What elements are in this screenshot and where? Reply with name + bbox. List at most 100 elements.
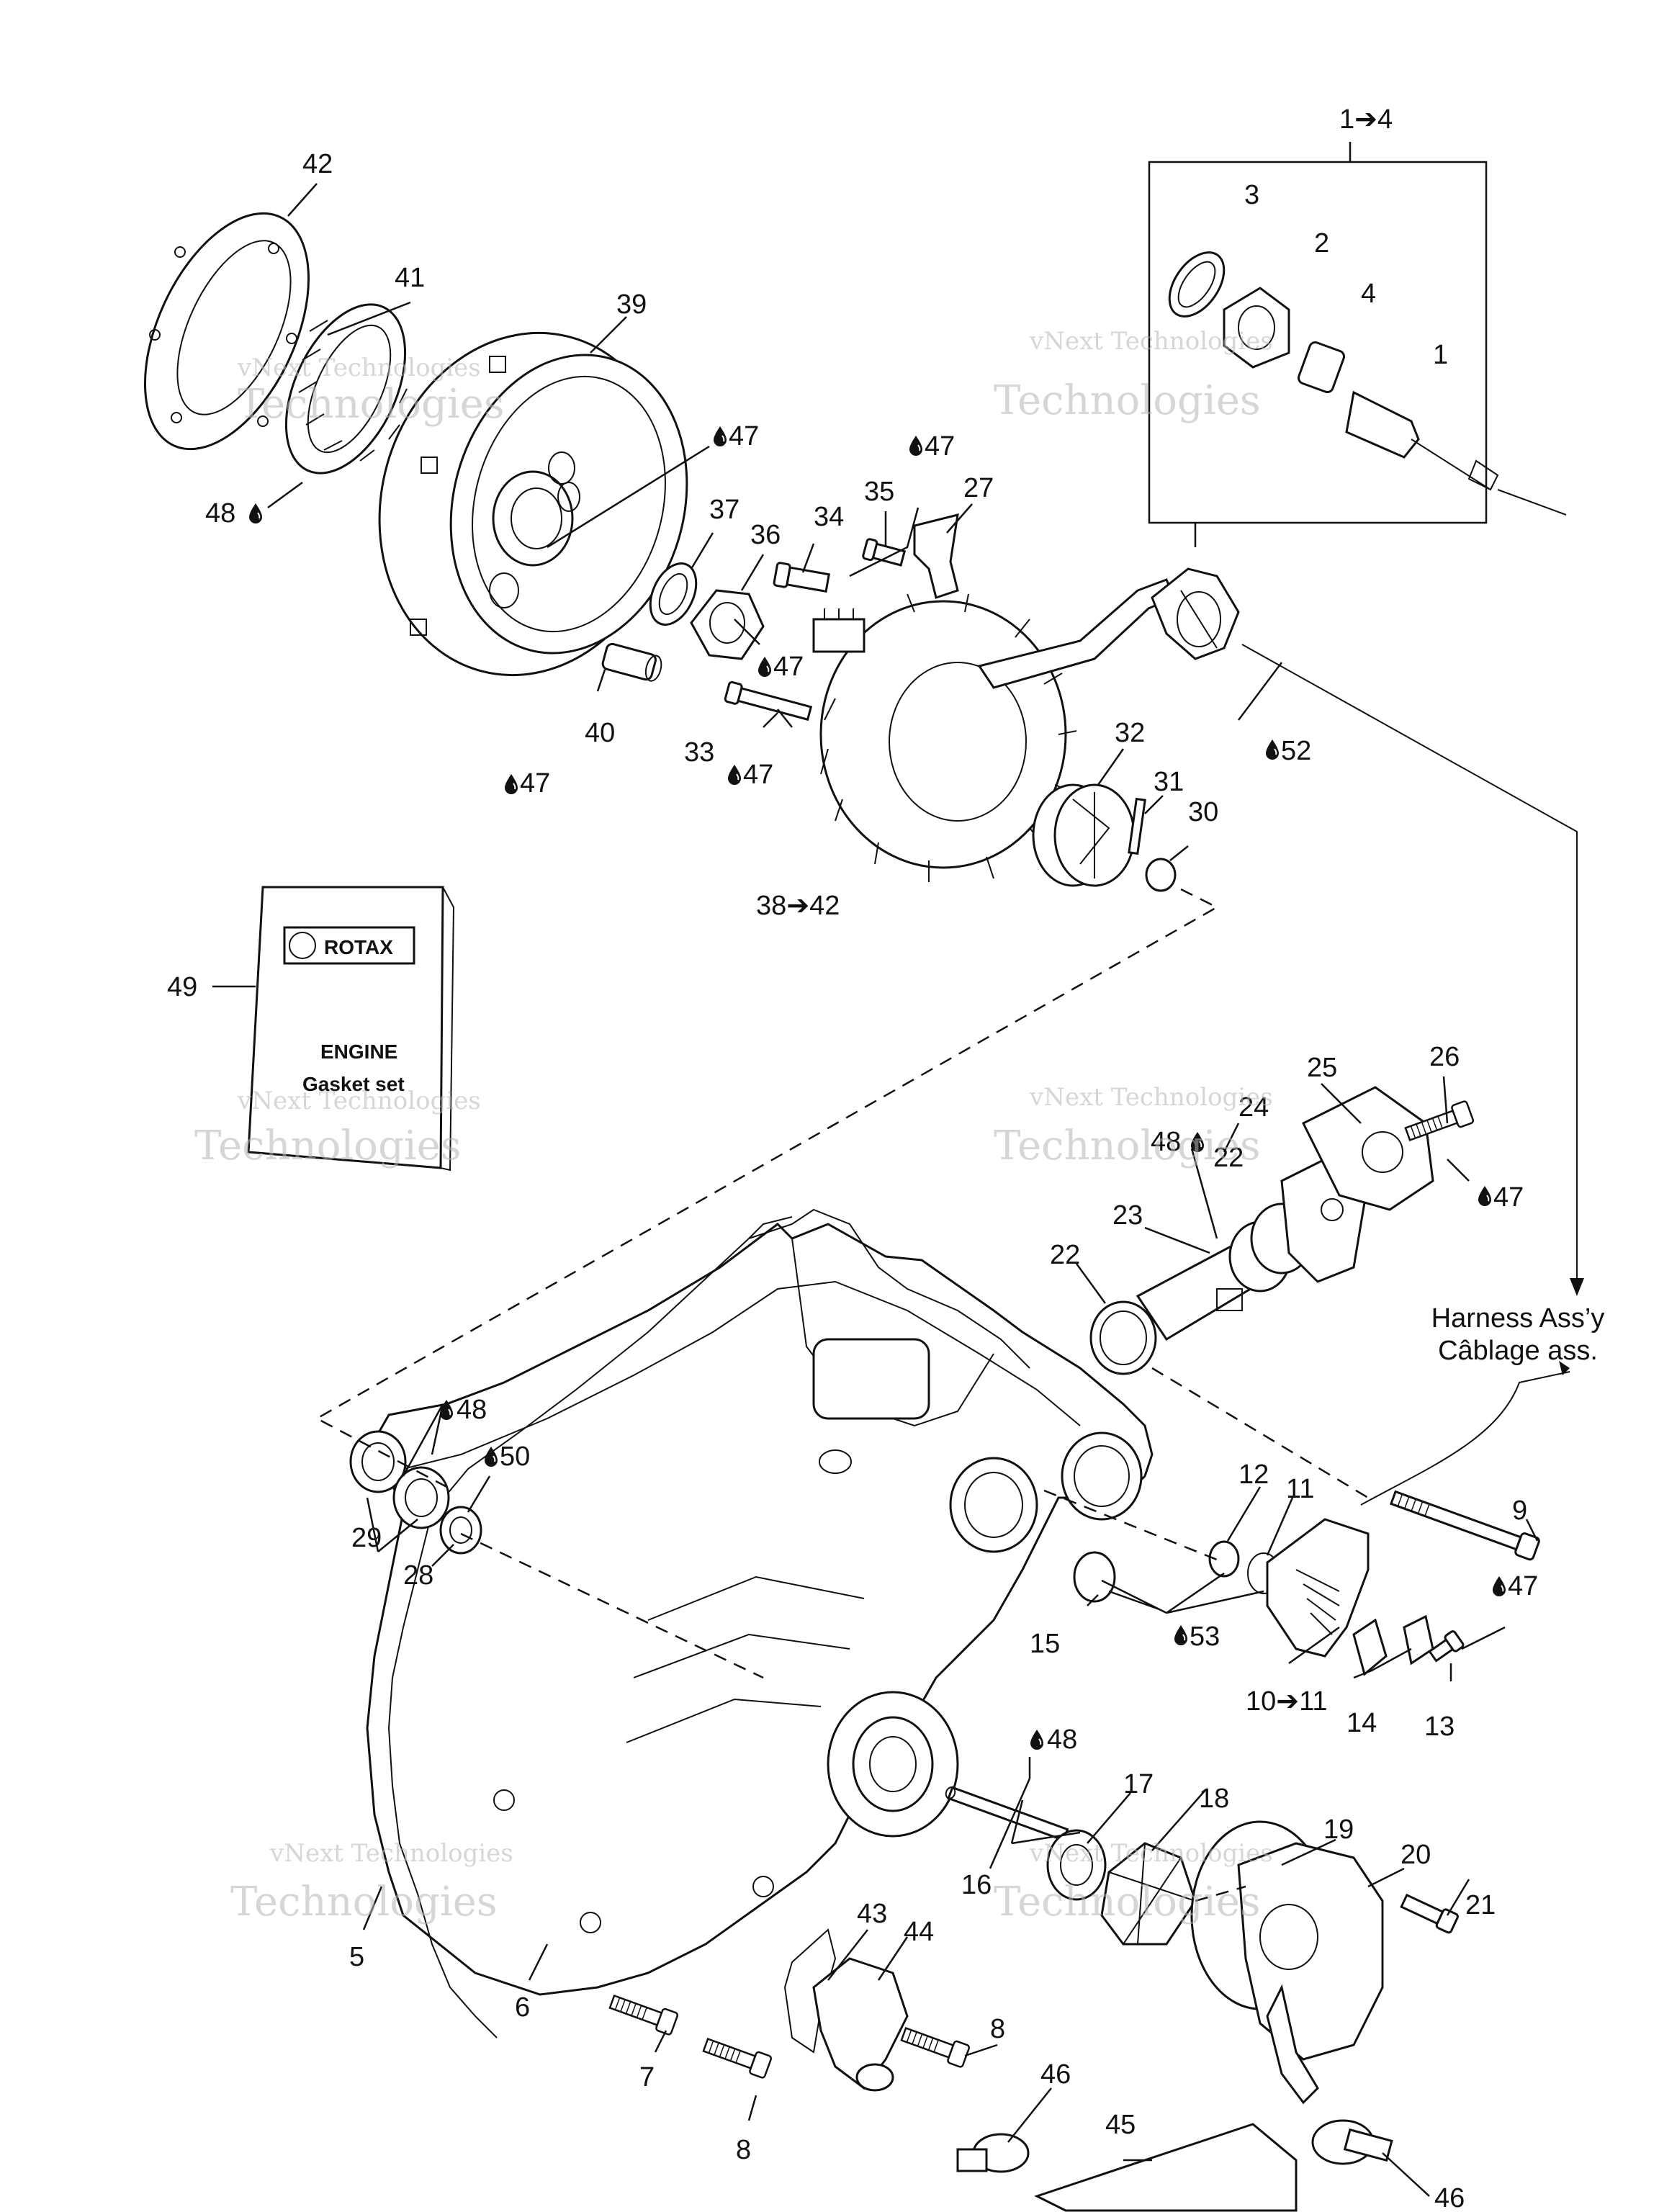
watermark-text: Technologies: [994, 1123, 1261, 1169]
callout-53: 53: [1190, 1622, 1220, 1652]
manual-subtitle: Gasket set: [302, 1073, 405, 1095]
watermark-text: vNext Technologies: [269, 1839, 513, 1868]
oil-drop-icon: [248, 503, 263, 524]
callout-52: 52: [1281, 736, 1311, 766]
flywheel-rotor: [378, 331, 688, 677]
rave-valve-10: [1266, 1518, 1370, 1658]
callout-32: 32: [1115, 718, 1145, 748]
watermark-text: vNext Technologies: [1029, 327, 1273, 356]
callout-47f: 47: [1493, 1182, 1524, 1213]
harness-grommet: [1151, 567, 1240, 660]
callout-22b: 22: [1050, 1240, 1080, 1270]
callout-33: 33: [684, 737, 714, 768]
callout-26: 26: [1429, 1042, 1460, 1072]
callout-29: 29: [351, 1523, 382, 1553]
watermark-text: Technologies: [994, 1879, 1261, 1925]
callout-1-4: 1➔4: [1339, 104, 1393, 135]
oil-drop-icon: [1030, 1729, 1044, 1750]
callout-44: 44: [904, 1917, 934, 1947]
callout-15: 15: [1030, 1629, 1060, 1659]
callout-8a: 8: [736, 2135, 751, 2165]
callout-8b: 8: [990, 2014, 1005, 2044]
callout-34: 34: [814, 502, 844, 532]
gasket-43: [783, 1928, 837, 2054]
callout-11: 11: [1286, 1474, 1314, 1504]
oil-drop-icon: [757, 656, 772, 678]
callout-47g: 47: [1508, 1571, 1538, 1601]
seal-17: [1046, 1829, 1107, 1901]
leader-lines: [212, 183, 1539, 2197]
callout-36: 36: [750, 520, 781, 550]
sprag-clutch: [284, 303, 408, 475]
washer-37: [649, 562, 698, 626]
bolt-33: [724, 680, 813, 721]
callout-22a: 22: [1213, 1143, 1244, 1173]
oil-drop-icon: [1265, 739, 1280, 760]
seal-15: [1073, 1551, 1116, 1603]
bolt-34: [773, 562, 830, 593]
callout-40: 40: [585, 718, 615, 748]
plate-14b: [1403, 1614, 1434, 1665]
hose-45: [1034, 2123, 1298, 2212]
callout-39: 39: [616, 289, 647, 320]
callout-12: 12: [1238, 1460, 1269, 1490]
callout-13: 13: [1424, 1712, 1455, 1742]
pin-31: [1128, 797, 1146, 855]
callout-30: 30: [1188, 797, 1218, 827]
callout-25: 25: [1307, 1053, 1337, 1083]
oil-drop-icon: [727, 764, 742, 786]
crankcase-cover: [366, 1223, 1154, 1996]
watermark-text: vNext Technologies: [1029, 1083, 1273, 1112]
watermark-text: Technologies: [238, 381, 505, 428]
harness-label-fr: Câblage ass.: [1438, 1336, 1598, 1366]
callout-9: 9: [1512, 1496, 1527, 1526]
callout-10-11: 10➔11: [1246, 1686, 1328, 1717]
callout-7: 7: [639, 2062, 655, 2092]
thermostat-cover-44: [812, 1957, 909, 2092]
harness-label-en: Harness Ass’y: [1431, 1303, 1605, 1334]
callout-5: 5: [349, 1942, 364, 1972]
oil-drop-icon: [1174, 1624, 1188, 1646]
callout-35: 35: [864, 477, 894, 507]
seal-12: [1208, 1540, 1240, 1578]
alignment-lines: [315, 888, 1369, 1902]
manual-brand: ROTAX: [324, 936, 393, 958]
callout-31: 31: [1154, 767, 1184, 797]
plate-14a: [1352, 1618, 1388, 1676]
oil-drop-icon: [1492, 1575, 1506, 1597]
watermark-text: vNext Technologies: [237, 1087, 481, 1115]
callout-48a: 48: [205, 498, 235, 529]
seal-28: [439, 1506, 482, 1555]
callout-48b: 48: [1151, 1127, 1181, 1157]
clamp-46b: [1311, 2119, 1393, 2165]
kit-box-1-4: [1148, 142, 1567, 547]
callout-48c: 48: [457, 1395, 487, 1425]
trigger-wheel: [1032, 783, 1136, 887]
watermark-text: vNext Technologies: [237, 354, 481, 382]
callout-47b: 47: [925, 431, 955, 462]
gasket-set-manual: ROTAX ENGINE Gasket set: [247, 886, 455, 1172]
harness-arrows: [1241, 644, 1584, 1506]
callout-14: 14: [1346, 1708, 1377, 1738]
callout-19: 19: [1323, 1815, 1354, 1845]
callout-47c: 47: [773, 652, 804, 682]
seals-29: [349, 1430, 450, 1529]
watermarks: vNext Technologies Technologies vNext Te…: [194, 327, 1273, 1925]
watermark-text: Technologies: [994, 377, 1261, 424]
bolt-7: [607, 1990, 680, 2036]
callout-20: 20: [1401, 1840, 1431, 1870]
callout-48d: 48: [1047, 1725, 1077, 1755]
water-pump-housing: [1190, 1820, 1384, 2105]
gasket-5: [387, 1208, 1030, 2038]
callout-47a: 47: [729, 421, 759, 451]
callout-17: 17: [1123, 1769, 1154, 1799]
clamp-46a: [956, 2133, 1030, 2173]
flywheel-plate: [143, 212, 310, 451]
callout-50: 50: [500, 1442, 530, 1472]
callout-labels: 1➔4 1 2 3 4 42 41 39 48 47 37 36 34 35 4…: [167, 104, 1538, 2212]
callout-2: 2: [1314, 228, 1329, 258]
bolt-21: [1400, 1893, 1459, 1934]
callout-27: 27: [963, 473, 994, 503]
